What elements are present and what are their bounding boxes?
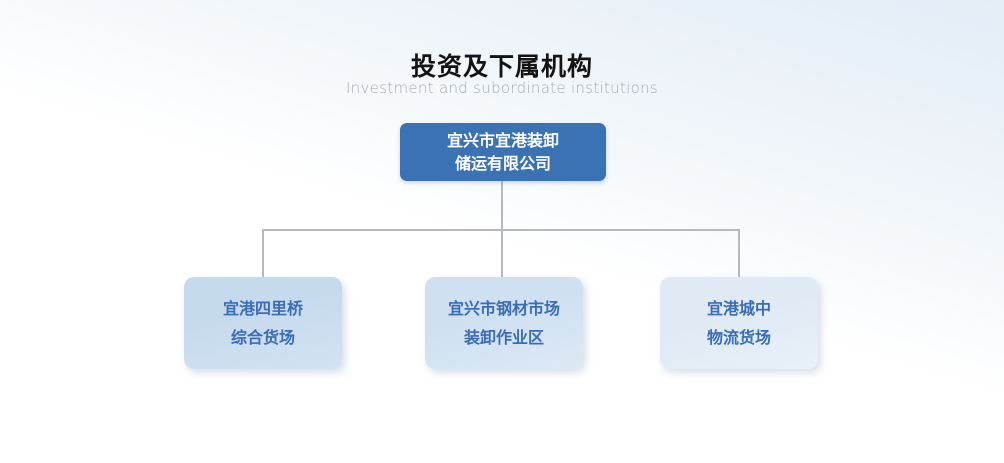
org-node-child-3-label-line2: 物流货场 [706,328,771,347]
org-node-child-3: 宜港城中 物流货场 [660,277,818,369]
org-node-child-1-label-line1: 宜港四里桥 [222,299,303,318]
connector-horizontal [262,229,740,231]
org-node-child-1: 宜港四里桥 综合货场 [184,277,342,369]
org-node-child-2-label-line2: 装卸作业区 [463,328,544,347]
connector-left-vertical [262,229,264,278]
org-node-child-2-label-line1: 宜兴市钢材市场 [447,299,560,318]
connector-right-vertical [738,229,740,278]
org-node-root: 宜兴市宜港装卸 储运有限公司 [400,123,606,181]
page-subtitle: Investment and subordinate institutions [345,79,659,97]
org-node-root-label-line1: 宜兴市宜港装卸 [446,131,559,150]
org-node-child-2: 宜兴市钢材市场 装卸作业区 [425,277,583,369]
page-title: 投资及下属机构 [410,52,593,81]
org-node-child-3-label-line1: 宜港城中 [706,299,771,318]
org-node-root-label-line2: 储运有限公司 [454,154,551,173]
org-node-child-1-label-line2: 综合货场 [230,328,295,347]
